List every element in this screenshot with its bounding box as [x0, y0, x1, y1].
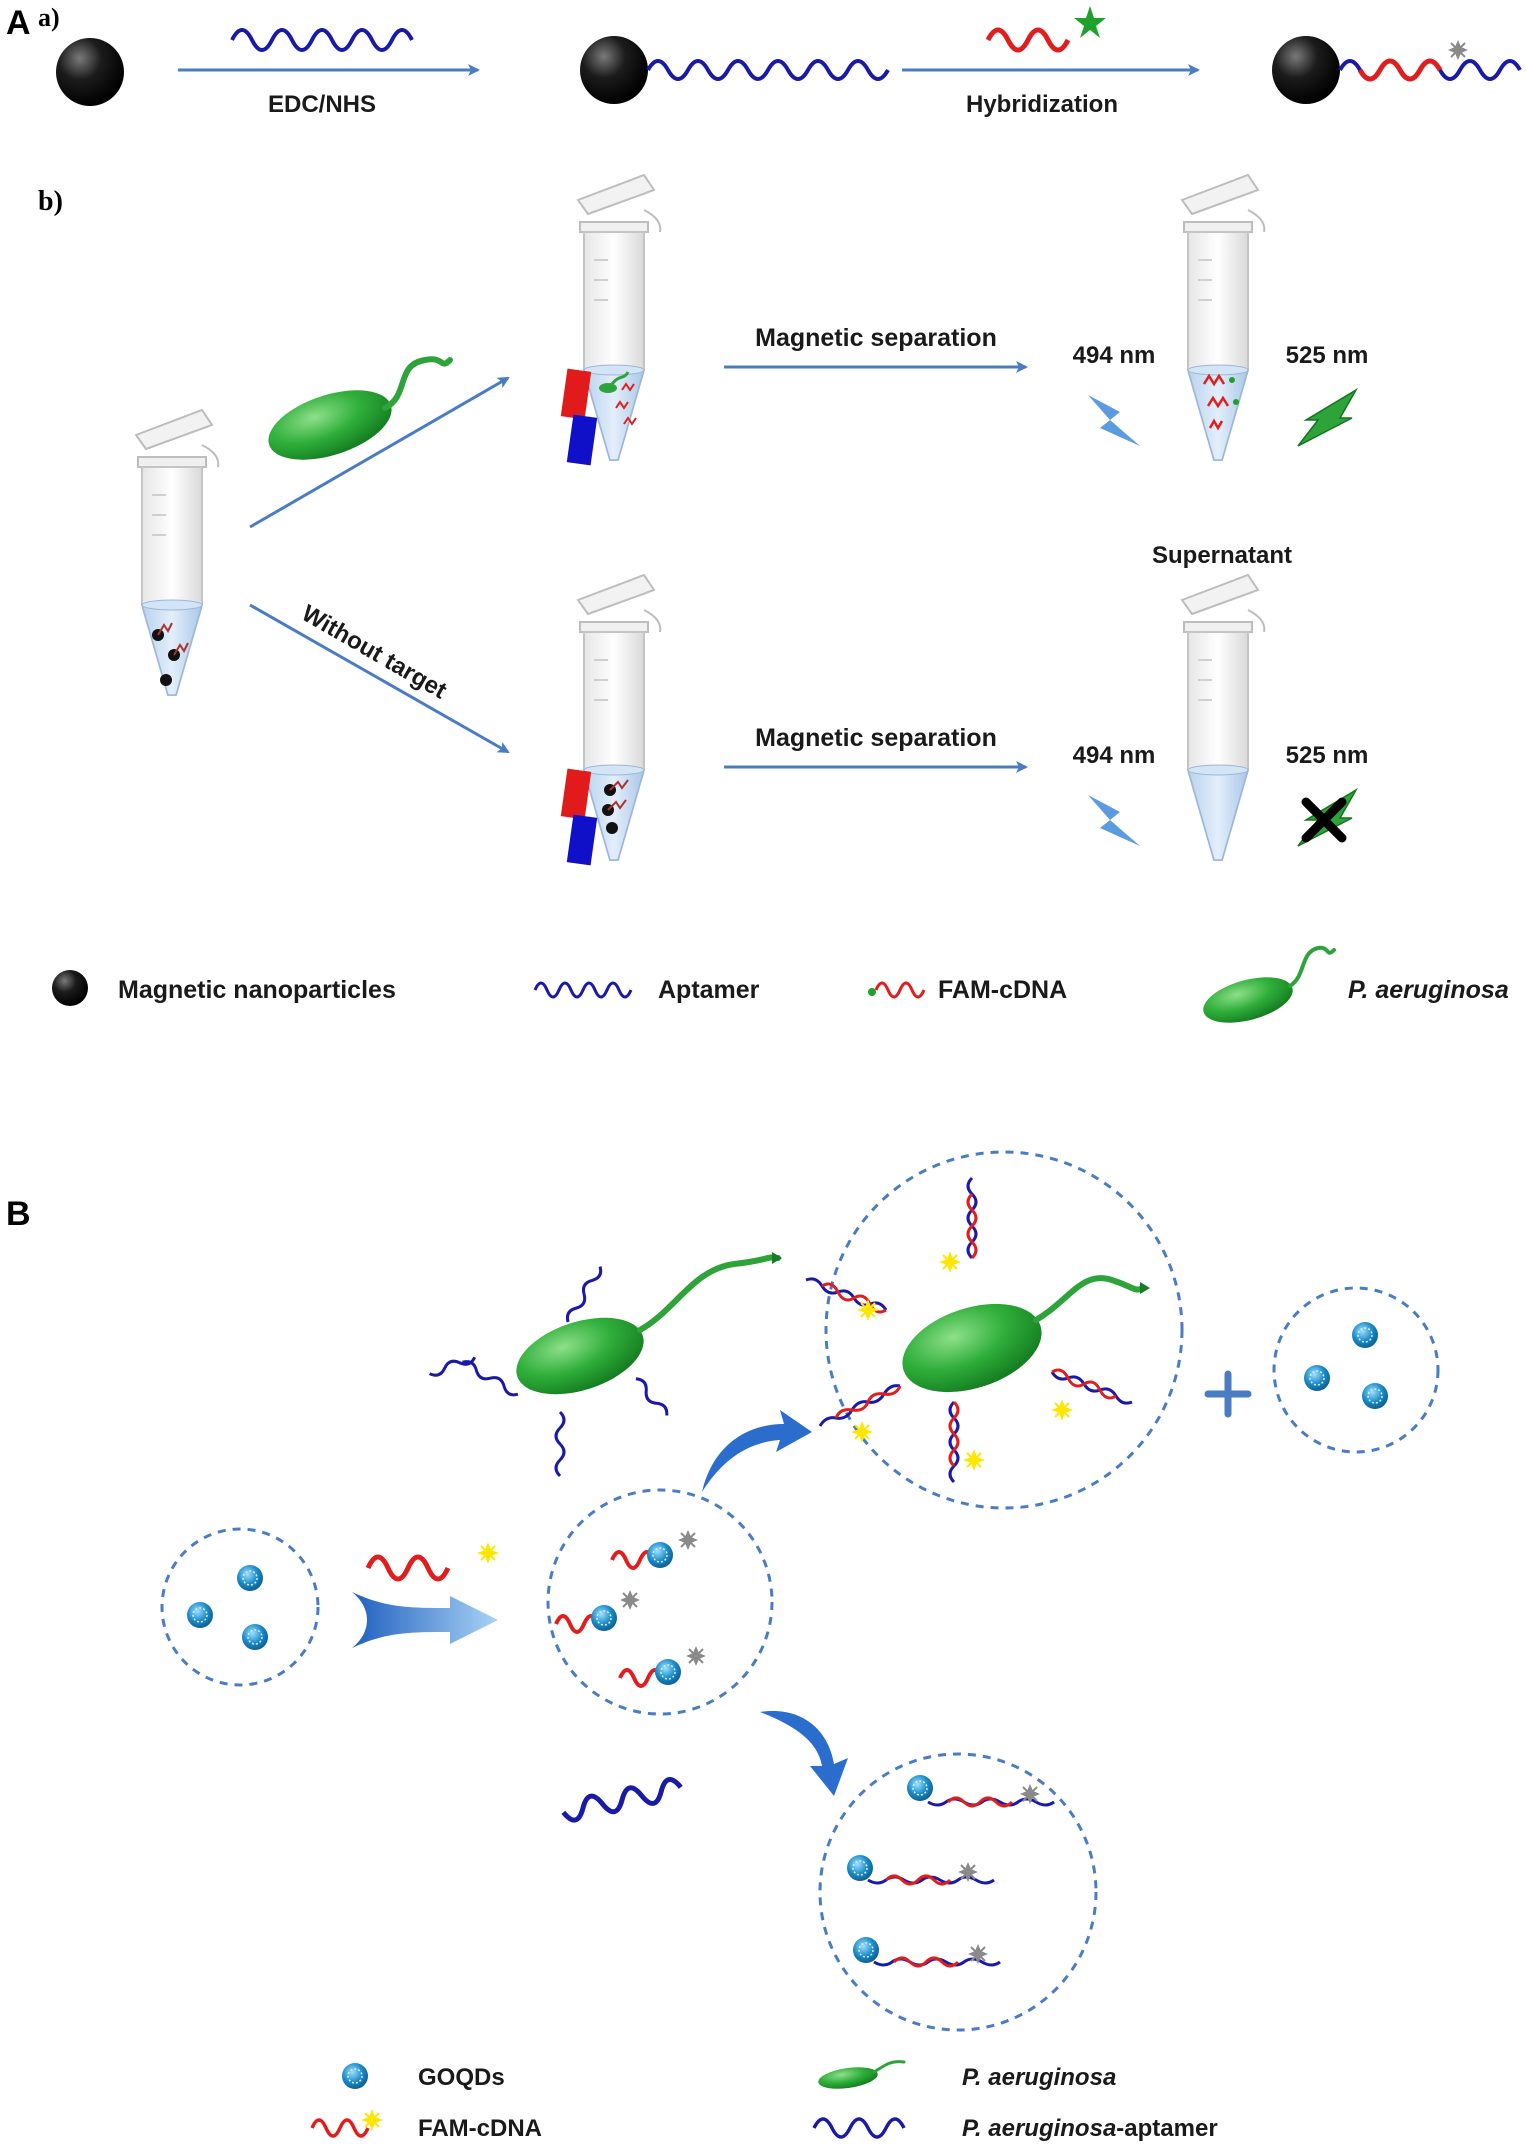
tube-supernatant-fluorescent [1181, 174, 1266, 461]
hybridized-cdna [1357, 58, 1443, 82]
legend-aptamer-icon [533, 981, 633, 999]
legend-bacterium-b-icon [818, 2060, 906, 2089]
legend-fam-cdna-icon [874, 981, 926, 999]
panel-label-b: b) [38, 186, 63, 217]
tube-supernatant-empty [1181, 574, 1266, 861]
panel-label-A: A [6, 4, 31, 42]
legend-fam-dot-icon [868, 988, 876, 996]
quenched-cdna-2 [554, 1589, 641, 1634]
label-494-bottom: 494 nm [1073, 742, 1156, 769]
arrow-without-target [249, 603, 510, 754]
label-edc-nhs: EDC/NHS [268, 91, 376, 118]
legend-p-aeruginosa: P. aeruginosa [1348, 976, 1509, 1004]
legend-magnetic-nanoparticles: Magnetic nanoparticles [118, 976, 396, 1004]
goqd-icon [1303, 1364, 1331, 1392]
label-without-target: Without target [297, 600, 451, 705]
no-signal-cross-icon [1301, 797, 1347, 843]
label-494-top: 494 nm [1073, 342, 1156, 369]
goqd-icon [1361, 1382, 1389, 1410]
arrow-with-target [249, 376, 510, 529]
bacterium-with-aptamers [428, 1252, 782, 1478]
duplex-1 [906, 1774, 1055, 1808]
legend-fam-cdna: FAM-cDNA [938, 976, 1067, 1004]
legend-mnp-icon [52, 970, 88, 1006]
label-magsep-bottom: Magnetic separation [755, 724, 997, 752]
tube-without-target [560, 574, 662, 866]
excitation-bolt-icon [1088, 795, 1140, 846]
label-hybridization: Hybridization [966, 91, 1118, 118]
duplex-2 [846, 1854, 995, 1886]
legend-aptamer: Aptamer [658, 976, 760, 1004]
label-magsep-top: Magnetic separation [755, 324, 997, 352]
legend-aptamer-b-italic: P. aeruginosa [962, 2115, 1116, 2142]
legend-goqd-icon [341, 2062, 369, 2090]
legend-fam-star-icon [360, 2108, 384, 2132]
fam-cdna-strand [985, 27, 1071, 53]
magnetic-nanoparticle [56, 38, 124, 106]
legend-aptamer-b: P. aeruginosa-aptamer [962, 2115, 1218, 2142]
quenched-cdna-3 [618, 1645, 707, 1688]
legend-p-aeruginosa-b: P. aeruginosa [962, 2064, 1116, 2091]
legend-fam-cdna-b-icon [310, 2118, 370, 2138]
legend-fam-cdna-b: FAM-cDNA [418, 2115, 542, 2142]
fam-star-icon [1074, 6, 1106, 38]
panel-label-a: a) [38, 3, 60, 32]
duplex-3 [852, 1936, 1001, 1968]
aptamer-strand [230, 28, 414, 52]
aptamer-on-bead [646, 59, 890, 81]
emission-bolt-icon [1297, 387, 1359, 447]
adsorption-arrow [352, 1592, 498, 1648]
goqd-icon [186, 1601, 214, 1629]
fam-star-icon [476, 1541, 500, 1565]
magnetic-nanoparticle [580, 36, 648, 104]
goqd-icon [236, 1564, 264, 1592]
label-525-top: 525 nm [1286, 342, 1369, 369]
tube-with-target [560, 174, 662, 466]
legend-aptamer-b-suffix: -aptamer [1116, 2115, 1217, 2142]
legend-goqds: GOQDs [418, 2064, 505, 2091]
quenched-cdna-1 [610, 1529, 699, 1570]
panel-label-B: B [6, 1195, 31, 1233]
label-supernatant: Supernatant [1152, 542, 1292, 569]
legend-aptamer-b-icon [812, 2117, 906, 2139]
bacterium-bound-duplexes [805, 1176, 1150, 1484]
legend-bacterium-icon [1203, 945, 1336, 1023]
circle-quenched-complex [546, 1488, 774, 1716]
circle-bacterium-bound [824, 1150, 1184, 1510]
tube-start [135, 409, 220, 696]
aptamer-free [561, 1777, 683, 1823]
curved-arrow-down [760, 1711, 848, 1796]
fam-cdna-free [365, 1554, 451, 1582]
circle-goqds [160, 1527, 320, 1687]
bacterium-target [268, 356, 453, 460]
plus-icon [1204, 1370, 1252, 1418]
excitation-bolt-icon [1088, 395, 1140, 446]
quenched-fam-icon [1447, 39, 1469, 61]
goqd-icon [241, 1623, 269, 1651]
circle-released-goqds [1272, 1286, 1440, 1454]
goqd-icon [1351, 1321, 1379, 1349]
label-525-bottom: 525 nm [1286, 742, 1369, 769]
magnetic-nanoparticle [1272, 36, 1340, 104]
circle-aptamer-duplex [818, 1752, 1098, 2032]
curved-arrow-up [702, 1410, 812, 1492]
